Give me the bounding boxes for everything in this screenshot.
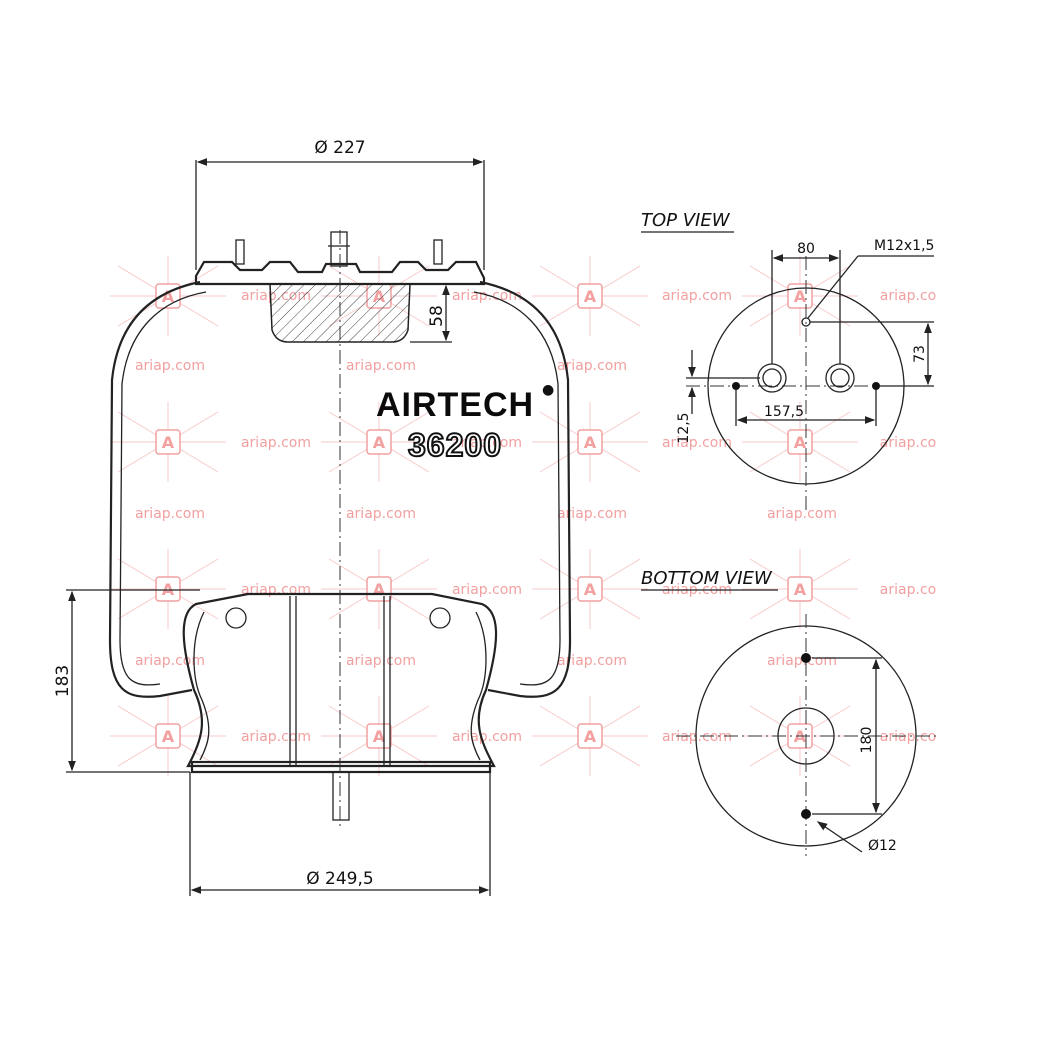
registered-mark: ● [542, 382, 554, 398]
watermark-text: ariap.com [452, 729, 522, 745]
svg-text:A: A [584, 580, 597, 599]
watermark-text: ariap.com [452, 288, 522, 304]
svg-text:A: A [373, 727, 386, 746]
watermark-mark: A [321, 549, 437, 629]
watermark-text: ariap.com [135, 358, 205, 374]
svg-text:A: A [584, 287, 597, 306]
watermark-text: ariap.com [662, 435, 732, 451]
watermark-mark: A [110, 549, 226, 629]
dim-thread-label: M12x1,5 [874, 238, 934, 254]
piston-inner [193, 611, 487, 761]
dim-top-diameter: Ø 227 [195, 138, 485, 270]
watermark-text: ariap.com [557, 506, 627, 522]
watermark-text: ariap.com [452, 435, 522, 451]
watermark-text: ariap.com [346, 358, 416, 374]
dim-top-offset-label: 73 [912, 345, 928, 363]
top-plate [194, 260, 486, 286]
svg-text:A: A [162, 433, 175, 452]
watermark-text: ariap.com [452, 582, 522, 598]
piston-loop-left [225, 607, 247, 629]
watermark-text: ariap.co [880, 288, 936, 304]
watermark-mark: A [742, 549, 858, 629]
dim-hole-diameter-label: Ø12 [868, 838, 897, 854]
svg-text:A: A [584, 433, 597, 452]
dim-top-spacing-label: 80 [797, 241, 815, 257]
watermark-mark: A [321, 402, 437, 482]
watermark-text: ariap.com [662, 729, 732, 745]
dim-height: 183 [53, 589, 200, 773]
svg-text:A: A [162, 727, 175, 746]
watermark-text: ariap.com [557, 358, 627, 374]
piston [182, 592, 498, 768]
bellows-outer-right [479, 280, 572, 698]
watermark-text: ariap.com [346, 506, 416, 522]
watermark-mark: A [321, 696, 437, 776]
watermark-text: ariap.com [557, 653, 627, 669]
top-view: TOP VIEW 80 M12x1,5 73 157,5 1 [641, 210, 934, 510]
bottom-view-title: BOTTOM VIEW [641, 568, 773, 589]
dim-bolt-offset-label: 12,5 [676, 412, 692, 443]
watermark-mark: A [532, 402, 648, 482]
svg-text:A: A [794, 580, 807, 599]
bellows-inner-right [473, 291, 561, 686]
dim-bottom-diameter: Ø 249,5 [189, 772, 491, 896]
model-label: 36200 [408, 427, 502, 463]
dim-bolt-span-label: 157,5 [764, 404, 804, 420]
dim-bottom-diameter-label: Ø 249,5 [306, 869, 373, 889]
watermark-text: ariap.com [662, 288, 732, 304]
watermark-text: ariap.co [880, 729, 936, 745]
svg-text:A: A [584, 727, 597, 746]
watermark-text: ariap.com [135, 506, 205, 522]
dim-bottom-spacing-label: 180 [859, 727, 875, 754]
watermark-text: ariap.co [880, 435, 936, 451]
watermark-text: ariap.com [346, 653, 416, 669]
watermark-text: ariap.co [880, 582, 936, 598]
watermark-mark: A [532, 256, 648, 336]
svg-text:A: A [794, 287, 807, 306]
top-view-title: TOP VIEW [641, 210, 731, 231]
bottom-stud [332, 771, 350, 821]
watermark-mark: A [110, 402, 226, 482]
watermark-mark: A [532, 549, 648, 629]
watermark-text: ariap.com [241, 582, 311, 598]
svg-text:A: A [373, 433, 386, 452]
top-studs [235, 231, 443, 267]
watermark-text: ariap.com [241, 729, 311, 745]
bellows-inner [119, 291, 207, 686]
bottom-view: BOTTOM VIEW 180 Ø12 [641, 568, 936, 856]
svg-text:A: A [794, 433, 807, 452]
dim-insert-depth-label: 58 [427, 305, 447, 327]
dim-insert-depth: 58 [410, 283, 452, 343]
watermark-mark: A [110, 256, 226, 336]
dim-height-label: 183 [53, 665, 73, 697]
watermark-text: ariap.com [241, 435, 311, 451]
brand-label: AIRTECH [376, 386, 534, 424]
dim-top-diameter-label: Ø 227 [314, 138, 365, 158]
piston-loop-right [429, 607, 451, 629]
side-view: Ø 227 58 183 Ø 249,5 AIRTECH ● 36200 [53, 138, 572, 896]
watermark-layer: AAAAAAAAAAAAAAAAariap.comariap.comariap.… [110, 256, 936, 776]
watermark-mark: A [532, 696, 648, 776]
watermark-text: ariap.com [767, 506, 837, 522]
bellows-outer [108, 280, 201, 698]
